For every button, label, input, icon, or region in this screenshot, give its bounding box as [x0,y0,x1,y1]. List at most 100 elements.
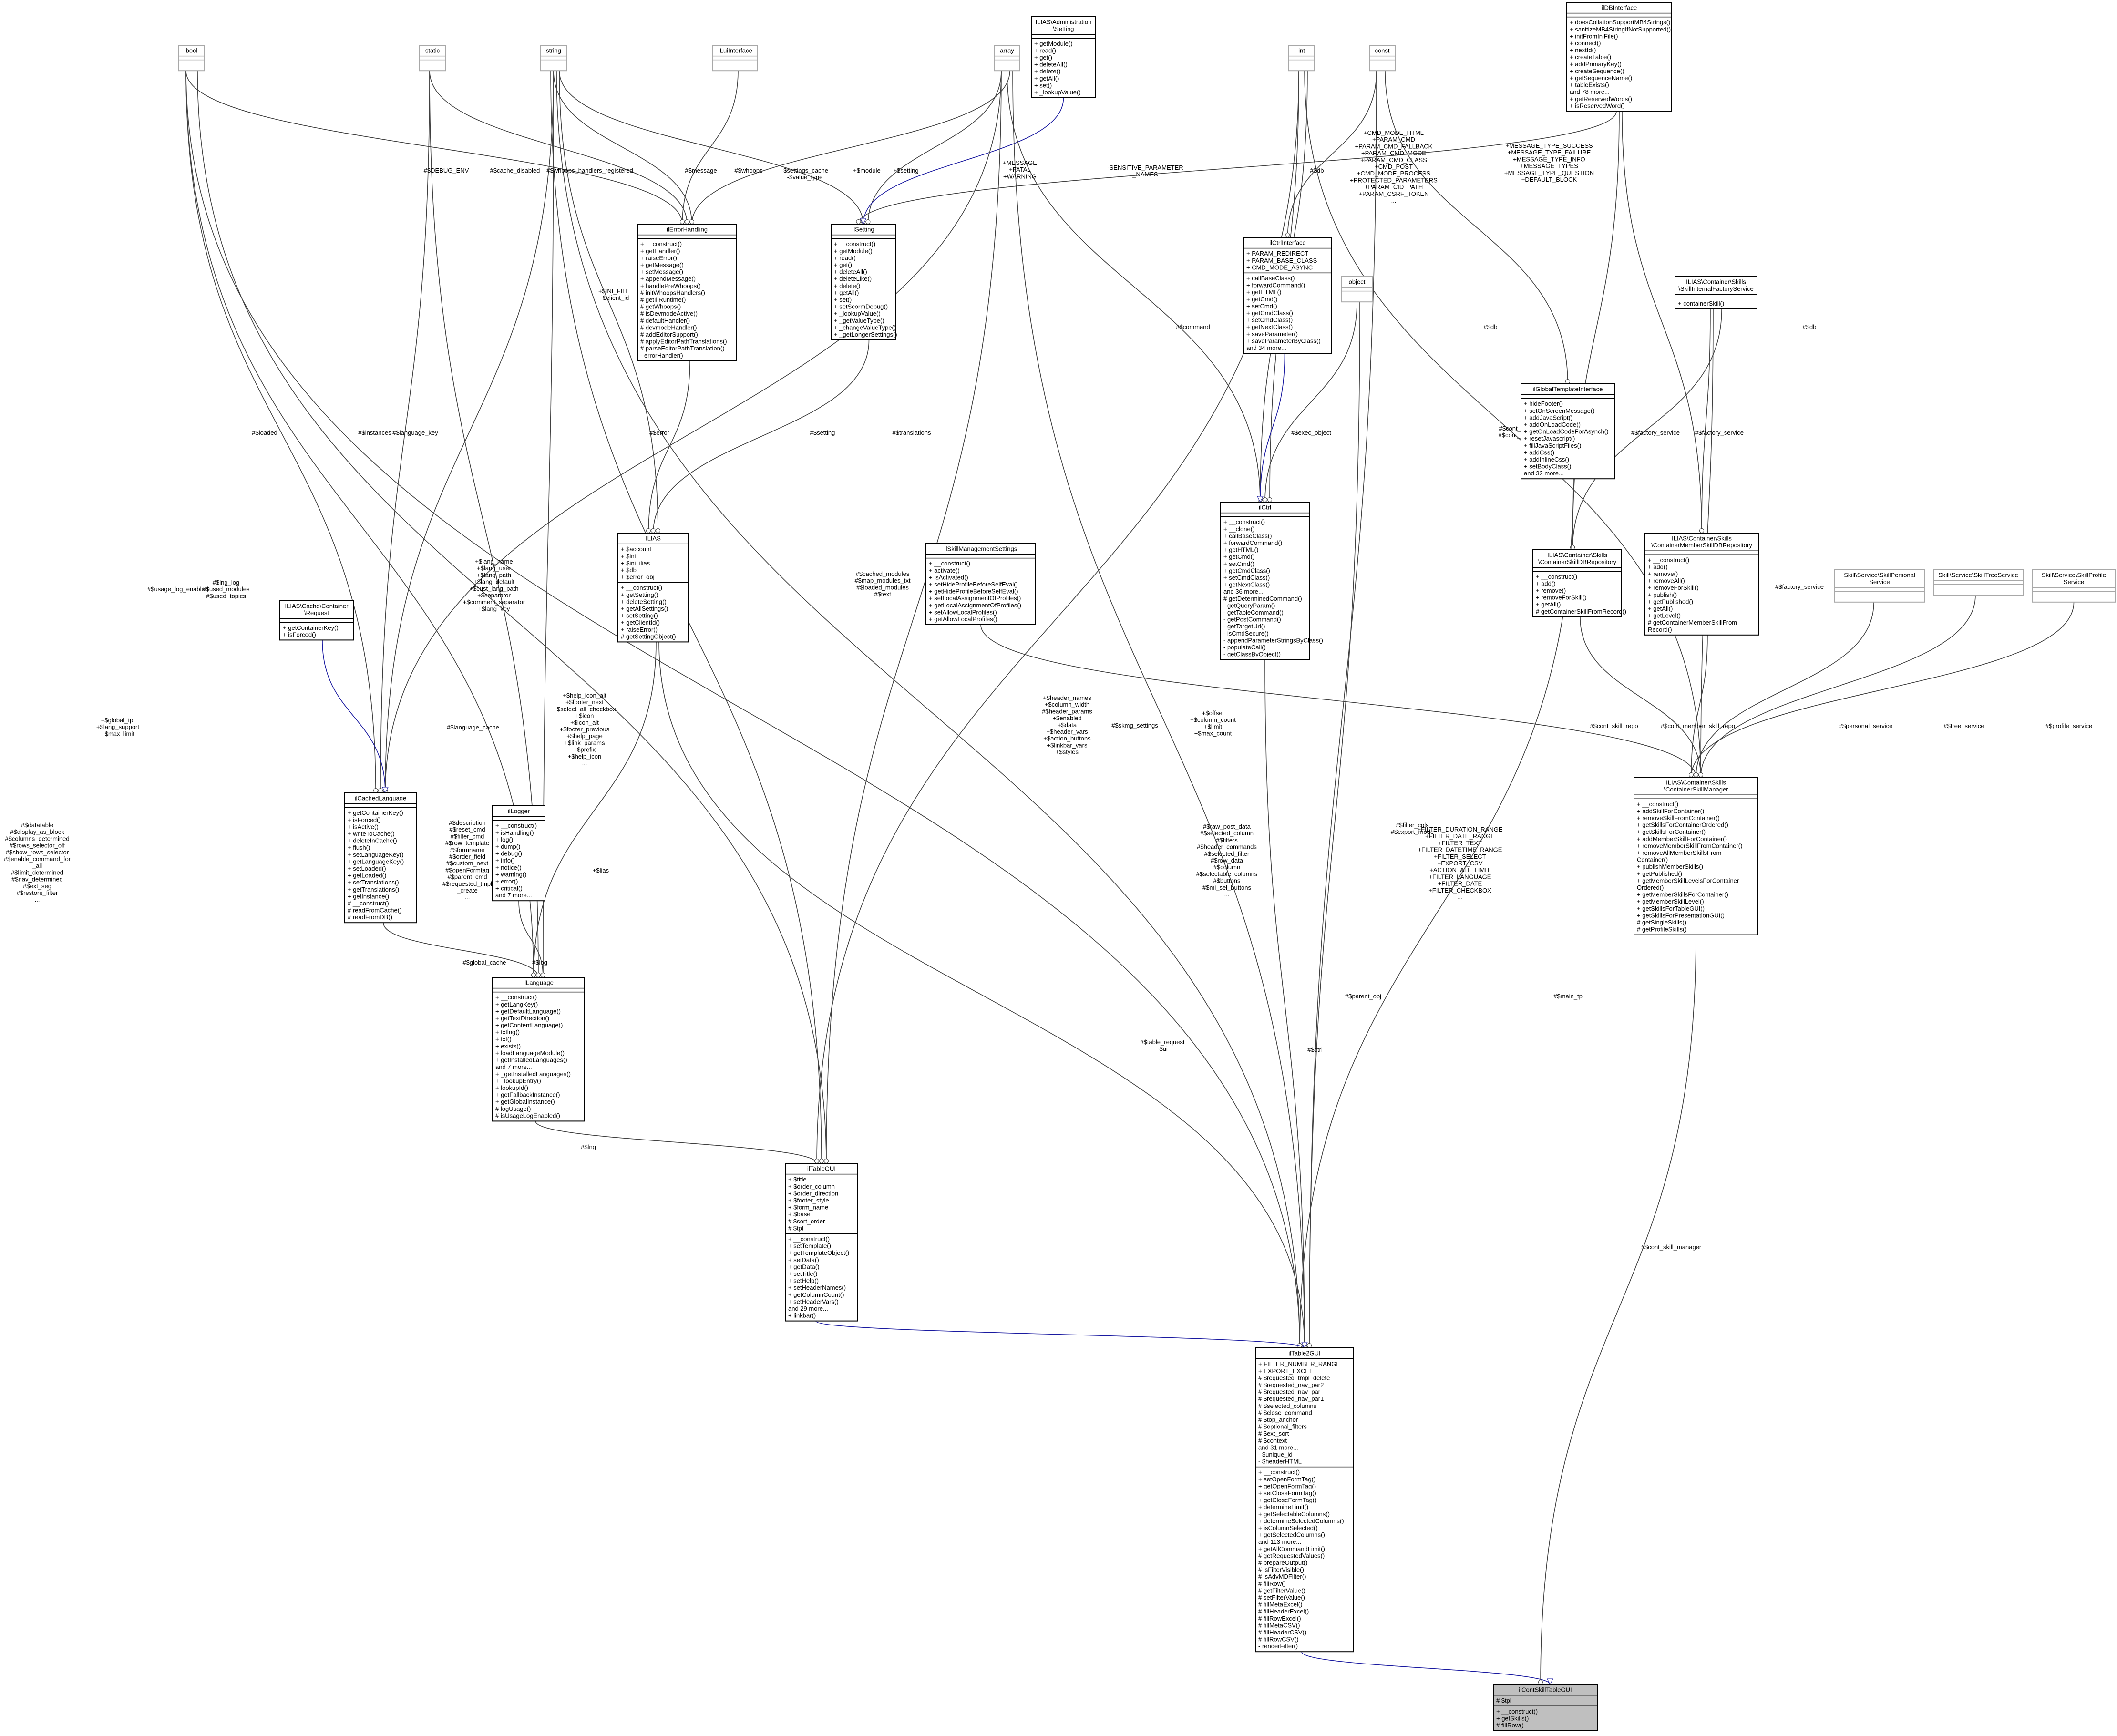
edge-label: #$cached_modules [856,570,910,577]
edge-label: +MESSAGE_TYPE_INFO [1513,155,1585,163]
class-frame [1532,549,1622,617]
class-method: + isForced() [348,816,381,823]
class-title: ilContSkillTableGUI [1519,1686,1572,1694]
edge-label: #$exec_object [1291,429,1331,436]
edge-label: #$text [874,591,891,598]
aggregation-diamond [865,219,871,224]
class-method: + removeForSkill() [1536,594,1587,601]
edge-label: #$selectable_columns [1196,870,1258,877]
edge-label: #$global_cache [462,959,506,966]
class-method: + setLocalAssignmentOfProfiles() [929,595,1021,602]
class-method: # getFilterValue() [1258,1587,1305,1594]
class-method: + getContainerKey() [283,624,339,631]
class-frame [994,45,1020,72]
class-method: + sanitizeMB4StringIfNotSupported() [1570,26,1671,33]
class-title: ILuiInterface [718,47,752,54]
class-method: + removeAllMemberSkillsFrom [1637,849,1721,856]
association-edge [653,339,870,534]
class-method: + setHeaderVars() [788,1298,839,1305]
inheritance-edge [1301,1651,1551,1685]
class-method: + writeToCache() [348,830,395,837]
class-method: + getTranslations() [348,886,399,893]
association-edge [553,71,692,225]
association-edge [858,111,1617,225]
class-method: - getPostCommand() [1223,616,1281,623]
class-method: + handlePreWhoops() [640,282,701,289]
class-method: + getPublished() [1648,598,1693,605]
class-box-cachedlang: ilCachedLanguage+ getContainerKey()+ isF… [344,792,417,924]
class-box-contskill: ilContSkillTableGUI# $tpl+ __construct()… [1493,1684,1598,1731]
class-method: + getSelectedColumns() [1258,1531,1325,1539]
class-method: + determineLimit() [1258,1503,1308,1510]
class-method: + addPrimaryKey() [1570,61,1622,68]
class-method: + setLanguageKey() [348,851,403,858]
class-method: + add() [1536,580,1556,587]
class-method: # getContainerMemberSkillFrom [1648,619,1737,626]
class-title: \SkillInternalFactoryService [1678,285,1754,292]
class-method: # getSingleSkills() [1637,919,1686,926]
edge-label: +FILTER_DATE [1438,880,1482,887]
edge-label: +$lang_key [478,605,510,612]
class-frame [1566,2,1672,112]
class-method: + linkbar() [788,1312,816,1319]
class-method: + setTemplate() [788,1243,831,1250]
edge-label: #$db [1310,167,1324,174]
edge-label: +PARAM_CMD_CLASS [1360,156,1427,164]
association-edge [980,624,1696,778]
class-attribute: - $unique_id [1258,1451,1293,1458]
association-edge [185,71,376,793]
aggregation-diamond [646,528,651,533]
edge-label: ... [465,894,470,901]
class-attribute: # $tpl [788,1224,803,1232]
aggregation-diamond [531,973,536,977]
class-method: + getSkillsForContainerOrdered() [1637,822,1728,829]
class-method: + getCmd() [1246,296,1277,303]
edge-label: +CMD_POST [1375,163,1413,170]
edge-label: #$cache_disabled [490,167,540,174]
class-frame [1834,569,1925,603]
class-method: + publishMemberSkills() [1637,863,1703,870]
edge-label: #$translations [893,429,931,436]
class-method: + warning() [495,871,526,878]
edge-label: #$instances [358,429,391,436]
class-method: + doesCollationSupportMB4Strings() [1570,19,1670,26]
class-method: + getCmd() [1223,553,1254,560]
class-title: ILIAS\Container\Skills [1547,552,1607,559]
edge-label: -$value_type [787,174,822,181]
edge-label: #$show_rows_selector [6,849,69,856]
class-method: # isDevmodeActive() [640,310,698,317]
aggregation-diamond [680,219,685,224]
edge-label: +$module [853,167,880,174]
class-method: + getMessage() [640,261,684,268]
edge-label: #$tree_service [1943,722,1984,729]
class-method: - isCmdSecure() [1223,630,1269,637]
class-title: \Request [304,609,329,616]
class-method: + getContentLanguage() [495,1022,563,1029]
association-edge [826,71,1002,1164]
class-attribute: # $optional_filters [1258,1423,1307,1430]
class-method: + connect() [1570,40,1601,47]
association-edge [1580,616,1701,778]
class-method: + removeAll() [1648,577,1685,585]
class-method: # prepareOutput() [1258,1559,1307,1566]
edge-label: #$column [1213,863,1240,871]
class-method: + setData() [788,1256,819,1263]
inheritance-edge [863,97,1064,225]
edge-label: +FILTER_DATE_RANGE [1425,832,1495,840]
class-method: + __construct() [1496,1708,1538,1715]
class-method: + read() [834,254,856,261]
edge-label: #$whoops [734,167,763,174]
class-frame [1255,1347,1354,1653]
edge-label: #$filter_cmd [451,832,484,840]
edge-label: #$ctrl [1307,1046,1323,1053]
edge-label: +$separator [477,592,511,599]
aggregation-diamond [685,219,689,224]
class-method: + setCloseFormTag() [1258,1489,1316,1497]
class-frame [1675,276,1757,309]
association-edge [197,71,827,1164]
edge-label: +$client_id [599,294,629,301]
class-method: + getCloseFormTag() [1258,1497,1316,1504]
class-title: ILIAS\Container\Skills [1672,535,1732,542]
edge-label: #$parent_obj [1345,993,1381,1000]
class-method: + __construct() [1223,518,1265,525]
